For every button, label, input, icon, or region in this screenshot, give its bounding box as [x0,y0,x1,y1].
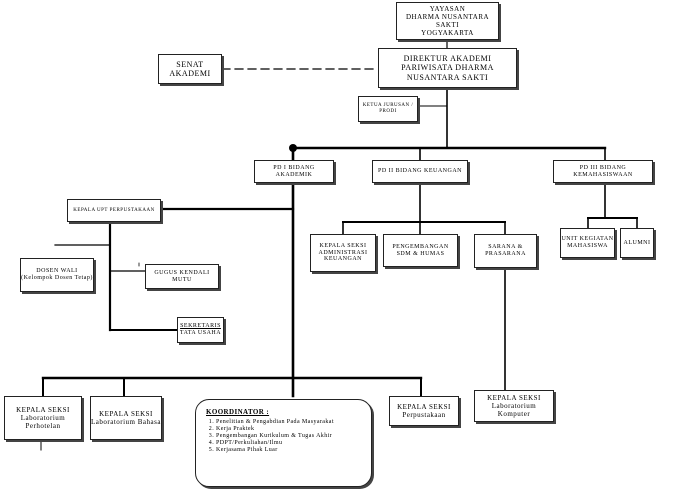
koordinator-list: Penelitian & Pengabdian Pada Masyarakat … [206,419,363,453]
perpustakaan-line2: Perpustakaan [402,411,446,419]
perpustakaan-line1: KEPALA SEKSI [397,402,451,411]
lab-perhotelan-line1: KEPALA SEKSI [16,405,70,414]
pd3-label: PD III BIDANG KEMAHASISWAAN [573,164,633,178]
lab-komputer-box: KEPALA SEKSI Laboratorium Komputer [474,390,554,422]
dosen-wali-line1: DOSEN WALI [36,268,78,275]
lab-bahasa-box: KEPALA SEKSI Laboratorium Bahasa [90,396,162,440]
sekretaris-line1: SEKRETARIS [180,323,221,330]
yayasan-line3: YOGYAKARTA [421,29,474,38]
kepala-perpustakaan-label: KEPALA UPT PERPUSTAKAAN [73,207,155,213]
ketua-jurusan-label: KETUA JURUSAN / PRODI [362,103,414,114]
senat-box: SENAT AKADEMI [158,54,222,84]
sarana-box: SARANA & PRASARANA [474,234,537,268]
pengembangan-sdm-line2: SDM & HUMAS [396,250,445,257]
ukm-box: UNIT KEGIATAN MAHASISWA [560,228,615,258]
alumni-label: ALUMNI [623,239,651,246]
ukm-line1: UNIT KEGIATAN [561,236,614,243]
lab-perhotelan-line2: Laboratorium Perhotelan [20,413,66,431]
kepala-administrasi-line3: KEUANGAN [324,256,362,263]
senat-line2: AKADEMI [169,69,211,78]
direktur-line1: DIREKTUR AKADEMI [403,54,492,64]
kepala-administrasi-line1: KEPALA SEKSI [319,242,367,249]
dosen-wali-box: DOSEN WALI (Kelompok Dosen Tetap) [20,258,94,292]
kepala-administrasi-line2: ADMINISTRASI [318,249,368,256]
perpustakaan-box: KEPALA SEKSI Perpustakaan [389,396,459,426]
lab-perhotelan-box: KEPALA SEKSI Laboratorium Perhotelan [4,396,82,440]
koordinator-item: Penelitian & Pengabdian Pada Masyarakat [216,419,363,425]
direktur-line2: PARIWISATA DHARMA [401,63,494,73]
yayasan-box: YAYASAN DHARMA NUSANTARA SAKTI YOGYAKART… [396,2,499,40]
koordinator-title: KOORDINATOR : [206,408,270,416]
direktur-box: DIREKTUR AKADEMI PARIWISATA DHARMA NUSAN… [378,48,517,88]
gugus-kendali-mutu-label: GUGUS KENDALI MUTU [154,269,210,283]
dosen-wali-line2: (Kelompok Dosen Tetap) [21,275,93,281]
ketua-jurusan-box: KETUA JURUSAN / PRODI [358,96,418,122]
sarana-line2: PRASARANA [485,251,526,257]
direktur-line3: NUSANTARA SAKTI [406,72,489,82]
lab-komputer-line2: Laboratorium Komputer [491,401,537,419]
koordinator-item: PDPT/Perkuliahan/Ilmu [216,440,363,446]
senat-line1: SENAT [176,59,204,69]
kepala-perpustakaan-box: KEPALA UPT PERPUSTAKAAN [67,199,161,222]
koordinator-item: Kerja Praktek [216,426,363,432]
alumni-box: ALUMNI [620,228,654,258]
sekretaris-box: SEKRETARIS TATA USAHA [177,317,224,343]
kepala-administrasi-box: KEPALA SEKSI ADMINISTRASI KEUANGAN [310,234,376,272]
lab-bahasa-line2: Laboratorium Bahasa [91,418,161,426]
koordinator-item: Pengembangan Kurikulum & Tugas Akhir [216,433,363,439]
pd2-label: PD II BIDANG KEUANGAN [378,168,462,175]
pd3-box: PD III BIDANG KEMAHASISWAAN [553,160,653,183]
yayasan-line1: YAYASAN [429,4,466,13]
sarana-line1: SARANA & [488,244,523,251]
ukm-line2: MAHASISWA [567,243,608,249]
yayasan-line2: DHARMA NUSANTARA SAKTI [405,12,490,29]
pd1-label: PD I BIDANG AKADEMIK [273,164,315,178]
pd1-box: PD I BIDANG AKADEMIK [254,160,334,183]
pd2-box: PD II BIDANG KEUANGAN [372,160,468,183]
pengembangan-sdm-box: PENGEMBANGAN SDM & HUMAS [383,234,458,267]
koordinator-item: Kerjasama Pihak Luar [216,447,363,453]
lab-bahasa-line1: KEPALA SEKSI [99,409,153,418]
sekretaris-line2: TATA USAHA [179,330,222,336]
koordinator-box: KOORDINATOR : Penelitian & Pengabdian Pa… [195,399,372,487]
lab-komputer-line1: KEPALA SEKSI [487,393,541,402]
gugus-kendali-mutu-box: GUGUS KENDALI MUTU [145,264,219,289]
pengembangan-sdm-line1: PENGEMBANGAN [392,243,449,250]
